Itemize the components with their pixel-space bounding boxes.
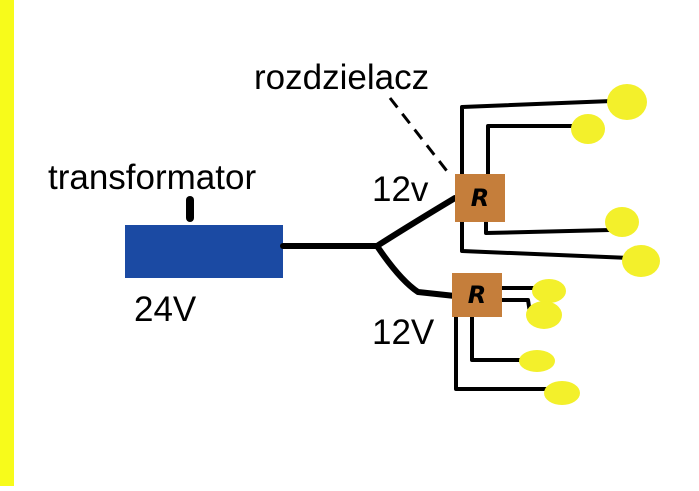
branch-wire-lower bbox=[374, 243, 458, 299]
branch-wire-upper bbox=[374, 195, 458, 249]
lamp-wire-8 bbox=[454, 314, 550, 391]
lamp-wire-6 bbox=[498, 298, 532, 315]
lamp-wires bbox=[454, 99, 632, 391]
transformer-label: transformator bbox=[48, 158, 257, 197]
output-voltage-lower-label: 12V bbox=[372, 313, 435, 352]
splitter-box-lower-label: R bbox=[467, 281, 487, 309]
lamp-wire-4 bbox=[460, 220, 632, 260]
splitter-box-upper-label: R bbox=[470, 184, 490, 212]
side-bar bbox=[0, 0, 14, 486]
lamp bbox=[532, 279, 566, 303]
lamp bbox=[607, 84, 647, 120]
main-wires bbox=[280, 195, 458, 299]
lamp bbox=[605, 207, 639, 237]
lamp-wire-3 bbox=[484, 220, 612, 235]
lamp bbox=[544, 381, 580, 405]
lamp bbox=[571, 114, 605, 144]
lamp bbox=[519, 350, 555, 372]
output-voltage-upper-label: 12v bbox=[372, 170, 429, 209]
input-voltage-label: 24V bbox=[134, 290, 197, 329]
splitter-box-lower bbox=[452, 273, 502, 317]
lamps bbox=[519, 84, 660, 405]
splitter-label: rozdzielacz bbox=[254, 58, 430, 97]
lamp bbox=[622, 245, 660, 277]
splitter-box-upper bbox=[455, 174, 505, 222]
transformer-box bbox=[125, 225, 283, 278]
lamp-wire-7 bbox=[470, 314, 522, 362]
lamp-wire-2 bbox=[486, 124, 577, 177]
lamp-wire-1 bbox=[460, 99, 614, 177]
splitter-label-pointer bbox=[388, 97, 452, 176]
lamp bbox=[526, 301, 562, 329]
